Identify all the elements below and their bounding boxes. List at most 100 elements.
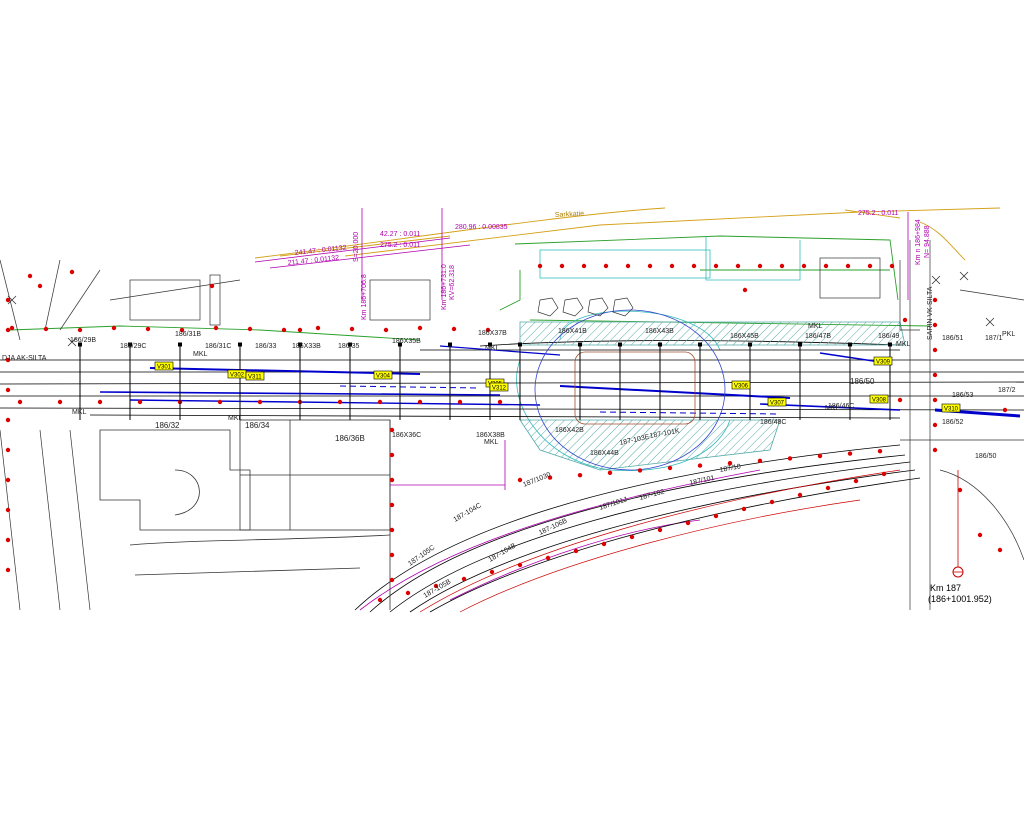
- pole-marker: [735, 263, 741, 269]
- pole-marker: [257, 399, 263, 405]
- pole-marker: [779, 263, 785, 269]
- pole-marker: [457, 399, 463, 405]
- row-label-r42: 186/50: [975, 453, 997, 460]
- row-label-r20: 187/2: [998, 387, 1016, 394]
- vertical-label-1: S=20.000: [353, 232, 360, 262]
- pole-marker: [537, 263, 543, 269]
- pole-marker: [389, 527, 395, 533]
- signal-v304: V304: [373, 370, 393, 380]
- pole-marker: [377, 597, 383, 603]
- pole-marker: [977, 532, 983, 538]
- pole-marker: [217, 399, 223, 405]
- pole-marker: [559, 263, 565, 269]
- pole-marker: [877, 449, 883, 454]
- red-pole-markers: [5, 263, 1008, 603]
- svg-text:V311: V311: [248, 375, 262, 381]
- hatched-platforms: [519, 321, 906, 471]
- pole-marker: [669, 263, 675, 269]
- pole-marker: [209, 283, 215, 289]
- pole-marker: [577, 473, 583, 478]
- row-label-r21: 186/32: [155, 421, 180, 430]
- row-label-r3: 186/31B: [175, 331, 201, 338]
- chainage-5: 280.96 : 0.00835: [455, 224, 508, 231]
- mkl-label-1: MKL: [193, 351, 208, 358]
- pole-tick-cap: [698, 342, 702, 347]
- row-label-r12: 186X45B: [730, 333, 759, 340]
- pole-tick-cap: [488, 342, 492, 347]
- curved-red-lines: [419, 469, 901, 613]
- pole-marker: [315, 325, 321, 331]
- row-label-r26: 186X42B: [555, 427, 584, 434]
- row-label-r16: 186/51: [942, 335, 964, 342]
- pole-marker: [461, 576, 467, 582]
- pole-marker: [377, 399, 383, 405]
- pole-tick-cap: [658, 342, 662, 347]
- pole-marker: [111, 325, 117, 331]
- pole-marker: [433, 583, 439, 589]
- pole-marker: [77, 327, 83, 333]
- signal-v306: V306: [731, 380, 751, 390]
- pole-marker: [625, 263, 631, 269]
- pole-tick-cap: [798, 342, 802, 347]
- mkl-label-5: MKL: [485, 345, 500, 352]
- pole-marker: [389, 577, 395, 583]
- pole-marker: [5, 327, 11, 333]
- row-label-r11: 186X43B: [645, 328, 674, 335]
- pole-marker: [823, 263, 829, 269]
- pole-tick-cap: [238, 342, 242, 347]
- pole-marker: [742, 287, 748, 293]
- vertical-label-5: KV=62.318: [449, 265, 456, 300]
- pole-marker: [5, 387, 11, 393]
- pole-marker: [43, 326, 49, 332]
- mkl-label-2: MKL: [72, 409, 87, 416]
- row-label-r24: 186X36C: [392, 432, 421, 439]
- mkl-label-7: MKL: [896, 341, 911, 348]
- pole-marker: [787, 456, 793, 461]
- pole-tick-cap: [848, 342, 852, 347]
- signal-v302: V302: [227, 369, 247, 379]
- bridge-left-label: DJA AK-SILTA: [2, 355, 47, 362]
- pole-marker: [769, 499, 775, 505]
- bridge-right-label: SARIN VK-SILTA: [927, 286, 934, 340]
- pole-marker: [932, 372, 938, 378]
- row-label-r13: 186/47B: [805, 333, 831, 340]
- pole-marker: [932, 347, 938, 353]
- km-label: Km 187: [930, 583, 961, 593]
- pole-tick-cap: [178, 342, 182, 347]
- mkl-label-4: MKL: [484, 439, 499, 446]
- svg-text:V302: V302: [230, 373, 245, 379]
- pole-marker: [691, 263, 697, 269]
- station-ellipse: [534, 309, 726, 471]
- km-marker: [952, 470, 964, 578]
- pole-marker: [27, 273, 33, 279]
- signal-v311: V311: [245, 371, 265, 381]
- left-roads: [0, 259, 241, 611]
- pole-marker: [607, 470, 613, 475]
- pole-marker: [517, 477, 523, 483]
- left-building-block: [99, 419, 391, 610]
- pole-marker: [727, 461, 733, 466]
- pole-marker: [757, 263, 763, 269]
- pole-marker: [5, 537, 11, 543]
- pole-marker: [5, 357, 11, 363]
- pole-marker: [601, 541, 607, 547]
- pole-marker: [853, 478, 859, 484]
- svg-text:V312: V312: [492, 386, 507, 392]
- pole-marker: [647, 263, 653, 269]
- pole-marker: [389, 502, 395, 508]
- pole-marker: [247, 326, 253, 332]
- vertical-label-4: Km n 186+984: [915, 219, 922, 265]
- signal-v309: V309: [873, 356, 893, 366]
- pole-marker: [573, 548, 579, 554]
- svg-text:V306: V306: [734, 384, 749, 390]
- mkl-label-6: MKL: [808, 323, 823, 330]
- row-label-r10: 186X41B: [558, 328, 587, 335]
- svg-text:V309: V309: [876, 360, 891, 366]
- pole-marker: [932, 397, 938, 403]
- pole-marker: [389, 477, 395, 483]
- signal-boxes: V301V302V304V305V306V307V308V309V310V311…: [154, 356, 961, 413]
- magenta-chainage-lines: [254, 208, 909, 611]
- pole-marker: [897, 397, 903, 403]
- pole-marker: [997, 547, 1003, 553]
- signal-v308: V308: [869, 394, 889, 404]
